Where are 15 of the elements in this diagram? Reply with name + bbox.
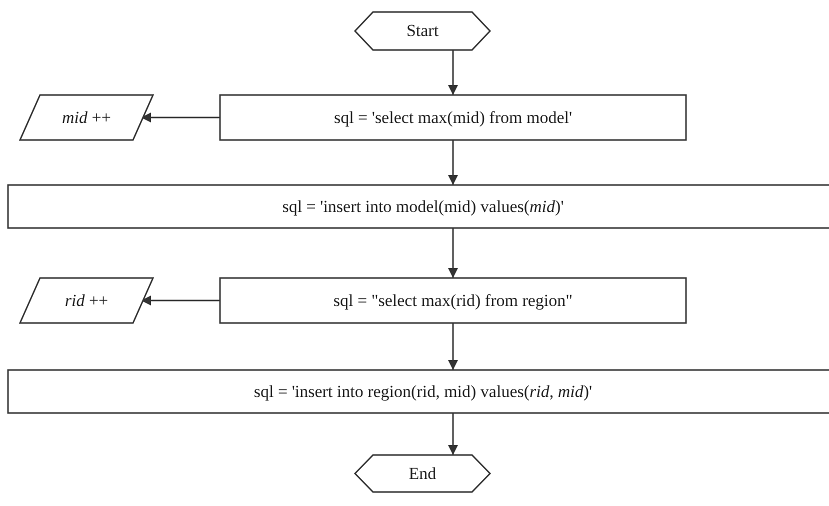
arrow <box>448 323 458 370</box>
arrow <box>141 296 220 306</box>
node-text: rid ++ <box>64 290 108 310</box>
node-text: sql = "select max(rid) from region" <box>333 290 573 310</box>
arrow <box>448 413 458 455</box>
node-text: sql = 'insert into model(mid) values(mid)' <box>282 196 564 216</box>
node-text: sql = 'insert into region(rid, mid) values(rid, mid)' <box>254 382 592 402</box>
node-text: sql = 'select max(mid) from model' <box>334 108 572 128</box>
arrow <box>448 50 458 95</box>
node-text: End <box>408 464 436 484</box>
arrow <box>141 112 220 122</box>
node-text: mid ++ <box>62 108 111 128</box>
node-text: Start <box>406 21 439 41</box>
arrow <box>448 228 458 278</box>
arrow <box>448 140 458 185</box>
